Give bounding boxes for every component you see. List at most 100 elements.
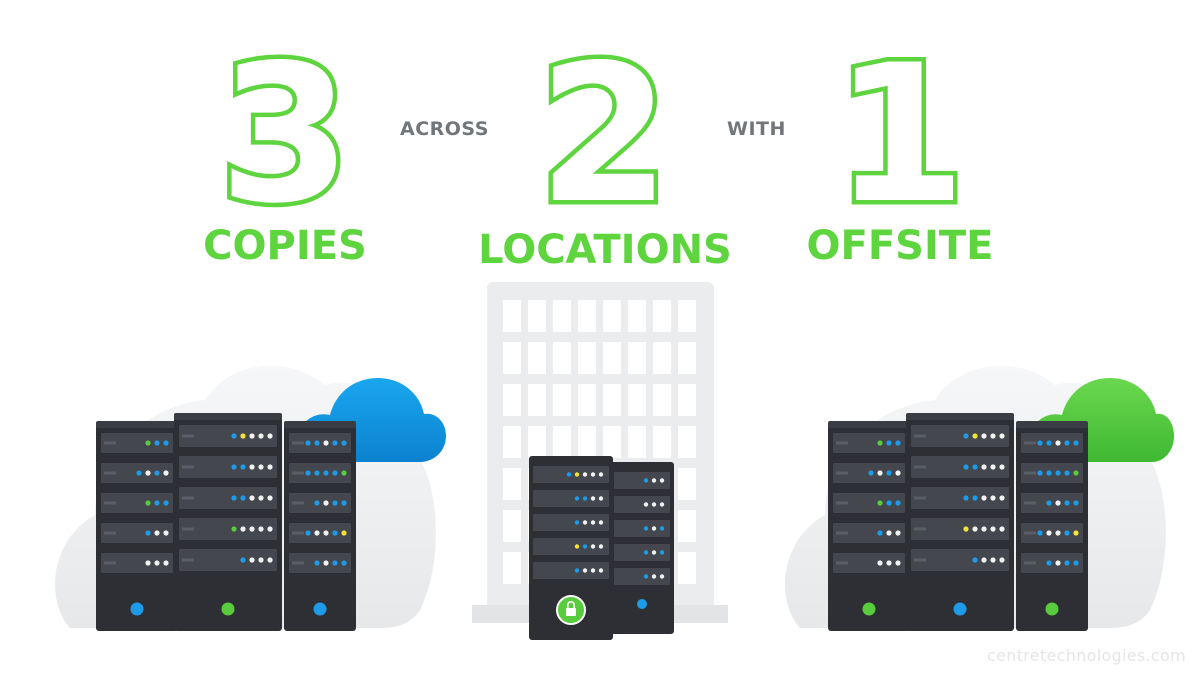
status-led — [1046, 530, 1052, 536]
center-server-rack — [529, 456, 674, 640]
building-window — [553, 426, 571, 458]
drive-bay — [911, 487, 1009, 509]
status-led — [643, 550, 649, 555]
drive-bay — [533, 562, 609, 579]
status-led — [249, 495, 255, 501]
power-led — [862, 602, 876, 616]
building-window — [678, 426, 696, 458]
status-led — [332, 530, 338, 536]
status-led — [1073, 500, 1079, 506]
status-led — [314, 440, 320, 446]
status-led — [981, 526, 987, 532]
status-led — [323, 470, 329, 476]
status-led — [145, 470, 151, 476]
building-window — [578, 300, 596, 332]
status-led — [332, 440, 338, 446]
drive-bay — [101, 493, 173, 513]
drive-bay — [179, 487, 277, 509]
status-led — [590, 496, 596, 501]
status-led — [1073, 470, 1079, 476]
status-led — [231, 526, 237, 532]
status-led — [258, 464, 264, 470]
status-led — [582, 520, 588, 525]
status-led — [314, 530, 320, 536]
status-led — [314, 560, 320, 566]
status-led — [651, 526, 657, 531]
drive-bay — [1021, 493, 1083, 513]
status-led — [574, 496, 580, 501]
status-led — [249, 526, 255, 532]
status-led — [240, 557, 246, 563]
power-led — [1045, 602, 1059, 616]
status-led — [145, 500, 151, 506]
building-window — [678, 300, 696, 332]
status-led — [154, 440, 160, 446]
drive-bay — [179, 518, 277, 540]
building-window — [628, 426, 646, 458]
building-window — [678, 384, 696, 416]
status-led — [332, 500, 338, 506]
status-led — [643, 574, 649, 579]
status-led — [1064, 560, 1070, 566]
status-led — [598, 544, 604, 549]
building-window — [628, 384, 646, 416]
drive-bay — [614, 544, 670, 561]
building-window — [653, 426, 671, 458]
status-led — [895, 470, 901, 476]
status-led — [566, 472, 572, 477]
status-led — [877, 470, 883, 476]
status-led — [163, 470, 169, 476]
power-led — [953, 602, 967, 616]
label-locations: LOCATIONS — [478, 227, 732, 273]
left-server-rack — [96, 413, 356, 631]
drive-bay — [833, 523, 905, 543]
status-led — [341, 530, 347, 536]
status-led — [231, 433, 237, 439]
drive-bay — [614, 472, 670, 489]
drive-bay — [289, 553, 351, 573]
status-led — [163, 440, 169, 446]
status-led — [1037, 470, 1043, 476]
status-led — [1055, 530, 1061, 536]
status-led — [1037, 530, 1043, 536]
drive-bay — [833, 433, 905, 453]
right-site — [785, 365, 1174, 631]
status-led — [1073, 560, 1079, 566]
drive-bay — [533, 538, 609, 555]
status-led — [1064, 530, 1070, 536]
drive-bay — [1021, 523, 1083, 543]
status-led — [1055, 500, 1061, 506]
status-led — [598, 568, 604, 573]
status-led — [240, 526, 246, 532]
building-window — [528, 426, 546, 458]
building-window — [678, 552, 696, 584]
status-led — [574, 568, 580, 573]
status-led — [972, 526, 978, 532]
status-led — [999, 495, 1005, 501]
status-led — [341, 560, 347, 566]
status-led — [1037, 440, 1043, 446]
building-window — [653, 342, 671, 374]
status-led — [999, 526, 1005, 532]
status-led — [231, 464, 237, 470]
status-led — [886, 560, 892, 566]
status-led — [1055, 470, 1061, 476]
status-led — [341, 470, 347, 476]
status-led — [582, 496, 588, 501]
building-window — [578, 426, 596, 458]
status-led — [895, 560, 901, 566]
status-led — [981, 557, 987, 563]
building-window — [503, 552, 521, 584]
building-window — [628, 300, 646, 332]
building-window — [503, 510, 521, 542]
building-window — [528, 300, 546, 332]
status-led — [963, 433, 969, 439]
connector-across: ACROSS — [400, 118, 489, 140]
status-led — [651, 478, 657, 483]
building-window — [503, 426, 521, 458]
status-led — [163, 560, 169, 566]
status-led — [590, 568, 596, 573]
status-led — [659, 478, 665, 483]
status-led — [1046, 440, 1052, 446]
building-window — [553, 384, 571, 416]
